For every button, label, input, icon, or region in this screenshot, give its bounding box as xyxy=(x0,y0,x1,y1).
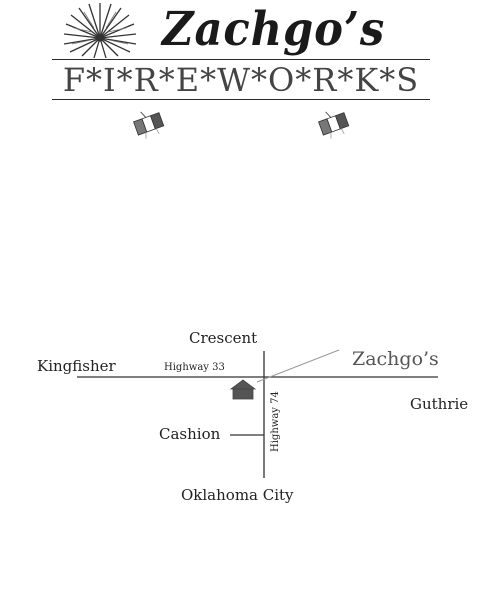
brand-subtitle: F*I*R*E*W*O*R*K*S xyxy=(62,61,420,99)
logo: Zachgo’s F*I*R*E*W*O*R*K*S xyxy=(0,0,483,140)
place-cashion: Cashion xyxy=(159,425,221,443)
divider xyxy=(52,59,430,60)
place-guthrie: Guthrie xyxy=(410,395,469,413)
highway-33-label: Highway 33 xyxy=(164,362,225,373)
place-kingfisher: Kingfisher xyxy=(37,357,116,375)
place-crescent: Crescent xyxy=(189,329,258,347)
firecracker-icon xyxy=(133,111,165,139)
map-roads xyxy=(77,349,438,478)
store-pointer-line xyxy=(256,349,340,383)
firework-burst-icon xyxy=(63,3,137,59)
logo-graphics xyxy=(63,3,350,139)
place-zachgos-store: Zachgo’s xyxy=(352,348,439,370)
directions-map: Crescent Kingfisher Zachgo’s Guthrie Cas… xyxy=(0,320,483,520)
highway-74-label: Highway 74 xyxy=(270,391,281,452)
divider xyxy=(52,99,430,100)
house-icon xyxy=(229,379,257,400)
place-oklahoma-city: Oklahoma City xyxy=(181,486,294,504)
firecracker-icon xyxy=(318,111,350,139)
brand-title: Zachgo’s xyxy=(162,2,386,57)
